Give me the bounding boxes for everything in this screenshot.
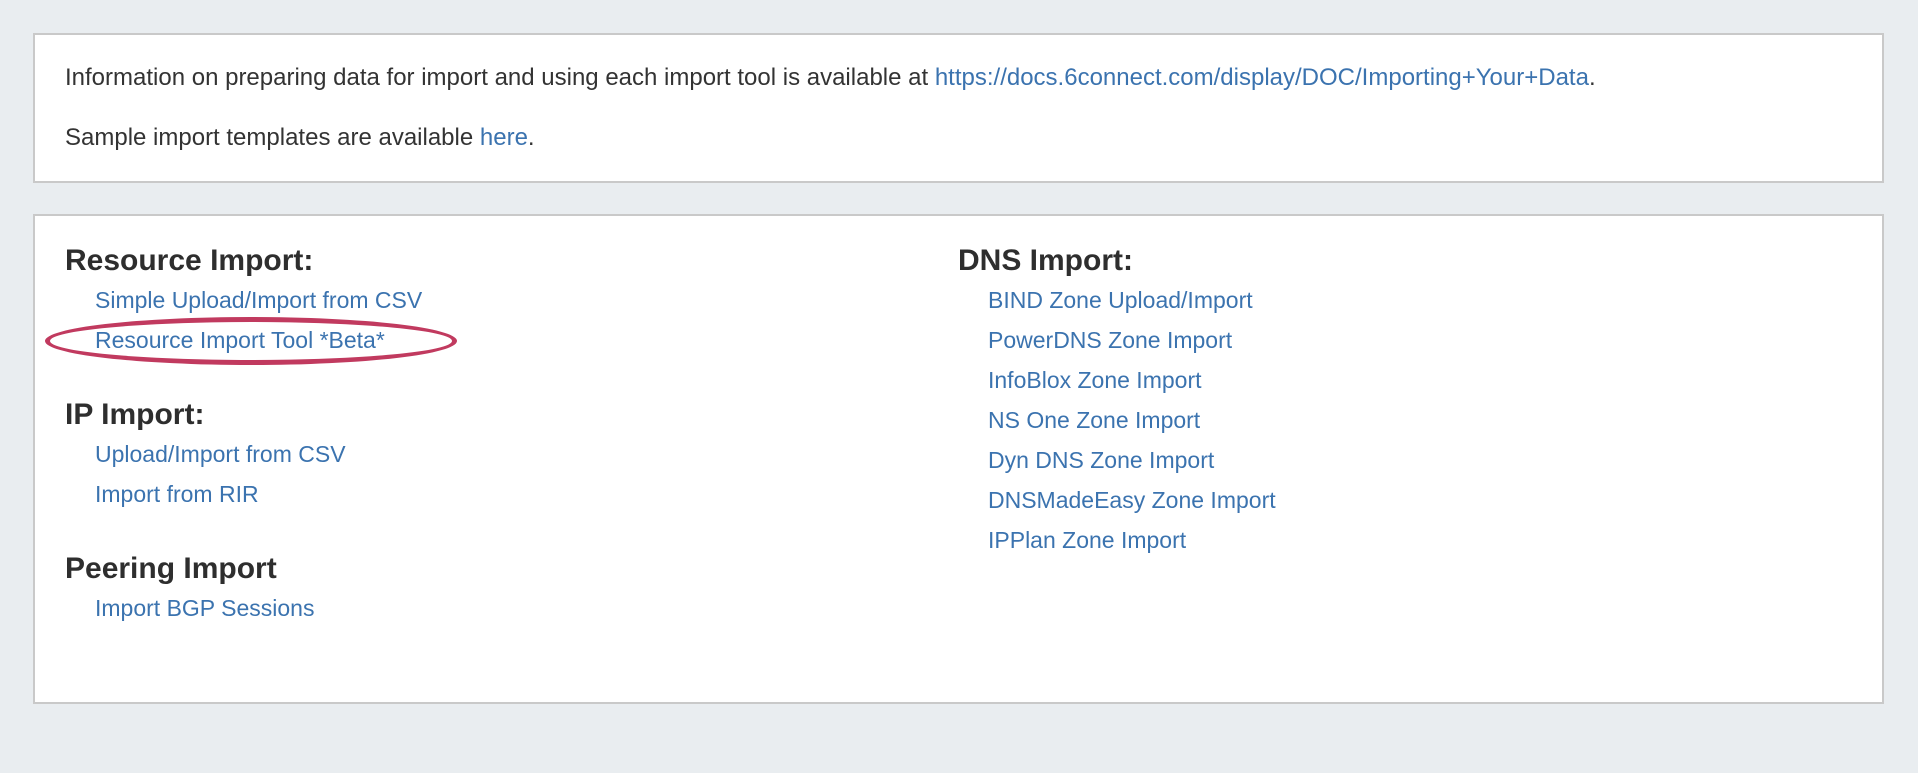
docs-url-link[interactable]: https://docs.6connect.com/display/DOC/Im… <box>934 64 1589 91</box>
info-line-1: Information on preparing data for import… <box>65 62 1852 94</box>
import-link-item: NS One Zone Import <box>988 400 1852 440</box>
import-link-list: Import BGP Sessions <box>65 588 958 628</box>
section-heading: Peering Import <box>65 552 277 585</box>
section-heading: IP Import: <box>65 398 205 431</box>
import-column-left: Resource Import:Simple Upload/Import fro… <box>45 242 958 628</box>
import-link-list: Simple Upload/Import from CSV Resource Im… <box>45 280 958 365</box>
import-link-item: BIND Zone Upload/Import <box>988 280 1852 320</box>
info-panel: Information on preparing data for import… <box>33 33 1884 183</box>
import-link-item: Simple Upload/Import from CSV <box>95 280 958 320</box>
info-line-2-suffix: . <box>527 124 535 151</box>
import-link-item: InfoBlox Zone Import <box>988 360 1852 400</box>
import-columns: Resource Import:Simple Upload/Import fro… <box>45 242 1852 628</box>
import-link[interactable]: PowerDNS Zone Import <box>988 327 1233 353</box>
import-link[interactable]: IPPlan Zone Import <box>988 527 1187 553</box>
info-line-2: Sample import templates are available he… <box>65 122 1852 154</box>
import-link[interactable]: Upload/Import from CSV <box>95 441 346 467</box>
section-heading: DNS Import: <box>958 244 1133 277</box>
import-link-item: IPPlan Zone Import <box>988 520 1852 560</box>
import-link-list: Upload/Import from CSV Import from RIR <box>65 434 958 514</box>
import-link[interactable]: NS One Zone Import <box>988 407 1201 433</box>
section-heading: Resource Import: <box>65 244 314 277</box>
import-link-item: Dyn DNS Zone Import <box>988 440 1852 480</box>
import-panel: Resource Import:Simple Upload/Import fro… <box>33 214 1884 704</box>
import-link-item: Import BGP Sessions <box>95 588 958 628</box>
import-link[interactable]: Import from RIR <box>95 481 259 507</box>
templates-here-link[interactable]: here <box>479 124 528 151</box>
info-line-2-text: Sample import templates are available <box>65 124 480 151</box>
import-link[interactable]: Resource Import Tool *Beta* <box>95 327 385 353</box>
import-link[interactable]: DNSMadeEasy Zone Import <box>988 487 1276 513</box>
import-link-item: Resource Import Tool *Beta* <box>45 317 958 365</box>
info-line-1-text: Information on preparing data for import… <box>65 64 935 91</box>
import-link-item: Upload/Import from CSV <box>95 434 958 474</box>
import-link[interactable]: Dyn DNS Zone Import <box>988 447 1215 473</box>
import-link-item: Import from RIR <box>95 474 958 514</box>
import-link-item: PowerDNS Zone Import <box>988 320 1852 360</box>
import-link-item: DNSMadeEasy Zone Import <box>988 480 1852 520</box>
import-link[interactable]: Simple Upload/Import from CSV <box>95 287 423 313</box>
info-line-1-suffix: . <box>1588 64 1596 91</box>
import-link[interactable]: BIND Zone Upload/Import <box>988 287 1253 313</box>
import-link[interactable]: Import BGP Sessions <box>95 595 315 621</box>
import-link[interactable]: InfoBlox Zone Import <box>988 367 1202 393</box>
